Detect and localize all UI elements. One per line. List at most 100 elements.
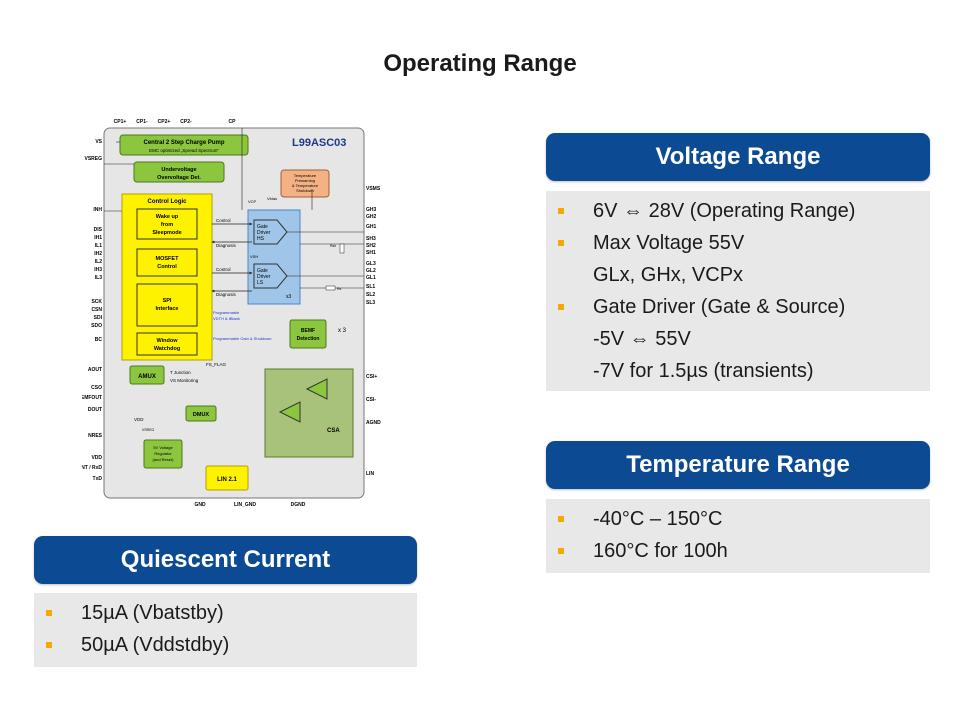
temp-label-2: Prewarning xyxy=(295,178,315,183)
pin-label: DGND xyxy=(291,502,306,508)
list-item: GLx, GHx, VCPx xyxy=(593,264,744,286)
pin-label: CSI+ xyxy=(366,374,377,380)
pin-label: IH1 xyxy=(94,235,102,241)
pin-label: CSI- xyxy=(366,397,376,403)
csa-block xyxy=(264,368,354,458)
bullet-icon xyxy=(558,208,564,214)
pin-label: GH3 xyxy=(366,207,377,213)
list-item: 160°C for 100h xyxy=(593,540,728,562)
vsh-label: VSH xyxy=(250,254,258,259)
wake-up-l2: from xyxy=(161,222,173,228)
quiescent-current-title: Quiescent Current xyxy=(120,546,331,573)
bemf-x3-label: x 3 xyxy=(338,328,347,334)
pin-label: IL1 xyxy=(95,243,102,249)
pin-label: VDD xyxy=(91,455,102,461)
wake-up-block xyxy=(136,208,198,240)
pin-label: SH3 xyxy=(366,236,376,242)
bemf-detection-block xyxy=(289,319,327,349)
csa-amplifier-1 xyxy=(305,378,328,400)
charge-pump-block xyxy=(119,134,249,156)
list-item: 15µA (Vbatstby) xyxy=(81,602,224,624)
pin-label: SDI xyxy=(94,315,103,321)
programmable-gain-label: Programmable Gain & Shutdown xyxy=(213,336,271,341)
amux-label: AMUX xyxy=(138,374,156,380)
list-item: Max Voltage 55V xyxy=(593,232,745,254)
pin-label: GL2 xyxy=(366,268,376,274)
watchdog-l1: Window xyxy=(156,338,178,344)
fs-flag-label: FS_FLAG xyxy=(206,362,227,367)
pin-label: TxD xyxy=(93,476,103,482)
mosfet-l1: MOSFET xyxy=(156,256,180,262)
pin-label: INH xyxy=(93,207,102,213)
csa-label: CSA xyxy=(327,428,340,434)
pin-label: GH1 xyxy=(366,224,377,230)
gate-hs-l3: HS xyxy=(257,236,265,242)
list-item: -40°C – 150°C xyxy=(593,508,723,530)
temp-label-4: Shutdown xyxy=(296,188,314,193)
pin-label: SL2 xyxy=(366,292,375,298)
temp-label-1: Temperature xyxy=(294,173,317,178)
csa-amplifier-2 xyxy=(278,401,301,423)
pin-label: SH1 xyxy=(366,250,376,256)
undervoltage-label: Undervoltage xyxy=(161,167,196,173)
pin-labels: CP1+CP1-CP2+CP2-CPVSVSREGINHDISIH1IL1IH2… xyxy=(82,119,381,508)
lin-label: LIN 2.1 xyxy=(217,477,237,483)
pin-label: CP2+ xyxy=(158,119,171,125)
pin-label: GL3 xyxy=(366,261,376,267)
diagnosis-label-1: Diagnosis xyxy=(216,243,237,248)
watchdog-l2: Watchdog xyxy=(154,346,180,352)
temperature-range-panel: -40°C – 150°C 160°C for 100h xyxy=(546,499,930,573)
amux-block xyxy=(129,365,165,385)
bemf-l2: Detection xyxy=(297,336,320,342)
pin-label: NRES xyxy=(88,433,103,439)
pin-label: SL3 xyxy=(366,300,375,306)
gate-driver-hs xyxy=(253,219,288,245)
pin-label: SCK xyxy=(91,299,102,305)
bullet-icon xyxy=(558,548,564,554)
list-item: 6V ⇔ 28V (Operating Range) xyxy=(593,200,856,222)
rs-label: Rs xyxy=(337,287,342,291)
pin-label: CP1- xyxy=(136,119,148,125)
gate-x3-label: x3 xyxy=(286,294,292,300)
pin-label: VS xyxy=(95,139,102,145)
pin-label: IH2 xyxy=(94,251,102,257)
quiescent-current-panel: 15µA (Vbatstby) 50µA (Vddstdby) xyxy=(34,593,417,667)
spi-l2: Interface xyxy=(156,306,179,312)
pin-label: CSN xyxy=(91,307,102,313)
list-item: 50µA (Vddstdby) xyxy=(81,634,230,656)
t-junction-label: T Junction xyxy=(170,370,191,375)
pin-label: BEMFOUT xyxy=(82,395,102,401)
vcp-label: VCP xyxy=(248,199,257,204)
temperature-block xyxy=(280,169,330,198)
pin-label: CP2- xyxy=(180,119,192,125)
pin-label: AGND xyxy=(366,420,381,426)
bullet-icon xyxy=(558,304,564,310)
vbias-label: Vbias xyxy=(267,196,277,201)
gate-ls-l2: Driver xyxy=(257,274,271,280)
temperature-range-header: Temperature Range xyxy=(546,441,930,489)
vdth-label: VDTH & tBlank xyxy=(213,316,240,321)
charge-pump-label: Central 2 Step Charge Pump xyxy=(143,140,224,146)
pin-label: AOUT xyxy=(88,367,102,373)
pin-label: GH2 xyxy=(366,214,377,220)
list-item: Gate Driver (Gate & Source) xyxy=(593,296,846,318)
list-item: -7V for 1.5µs (transients) xyxy=(593,360,814,382)
mosfet-l2: Control xyxy=(157,264,177,270)
pin-label: CSO xyxy=(91,385,102,391)
pin-label: LIN_GND xyxy=(234,502,256,508)
voltage-range-header: Voltage Range xyxy=(546,133,930,181)
control-logic-label: Control Logic xyxy=(148,199,188,205)
undervoltage-block xyxy=(133,161,225,183)
bullet-icon xyxy=(46,642,52,648)
bullet-icon xyxy=(558,240,564,246)
pin-label: BC xyxy=(95,337,103,343)
pin-label: VSMS xyxy=(366,186,381,192)
regulator-l2: Regulator xyxy=(154,451,172,456)
pin-label: DOUT xyxy=(88,407,102,413)
pin-label: IL3 xyxy=(95,275,102,281)
page-title: Operating Range xyxy=(383,50,577,77)
dmux-label: DMUX xyxy=(193,412,210,418)
dmux-block xyxy=(185,405,217,422)
spi-l1: SPI xyxy=(163,298,172,304)
pin-label: CP xyxy=(229,119,237,125)
